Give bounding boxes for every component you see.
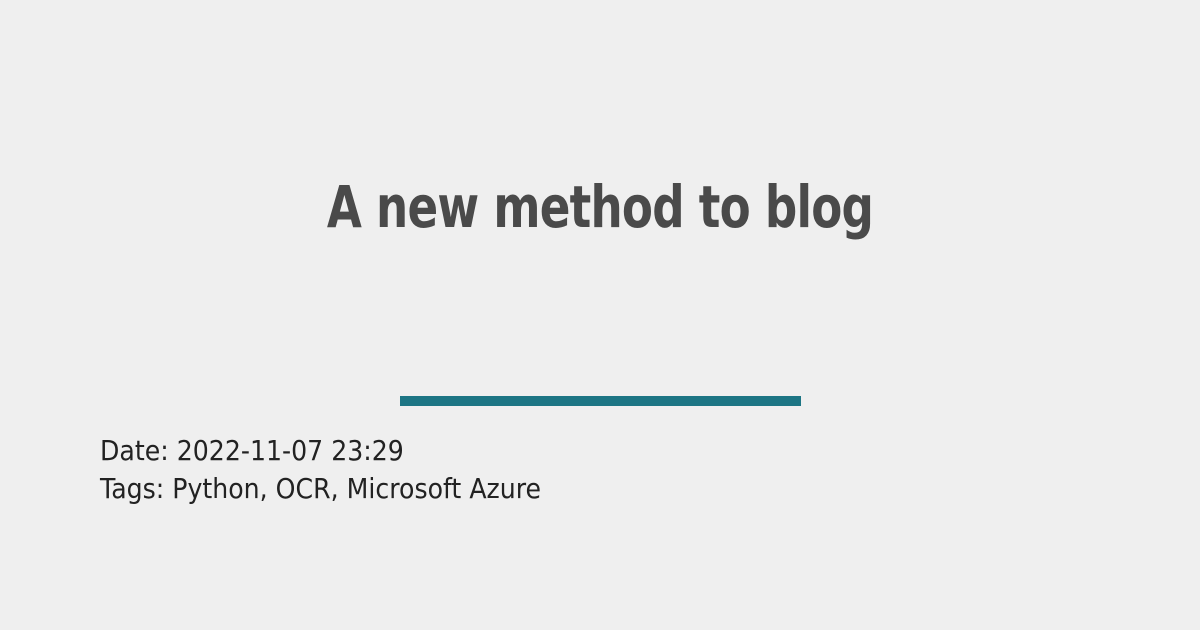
accent-divider	[400, 396, 801, 406]
post-title: A new method to blog	[326, 172, 874, 241]
post-date: Date: 2022-11-07 23:29	[100, 434, 404, 467]
post-meta: Date: 2022-11-07 23:29 Tags: Python, OCR…	[100, 432, 590, 508]
post-tags: Tags: Python, OCR, Microsoft Azure	[100, 472, 542, 505]
